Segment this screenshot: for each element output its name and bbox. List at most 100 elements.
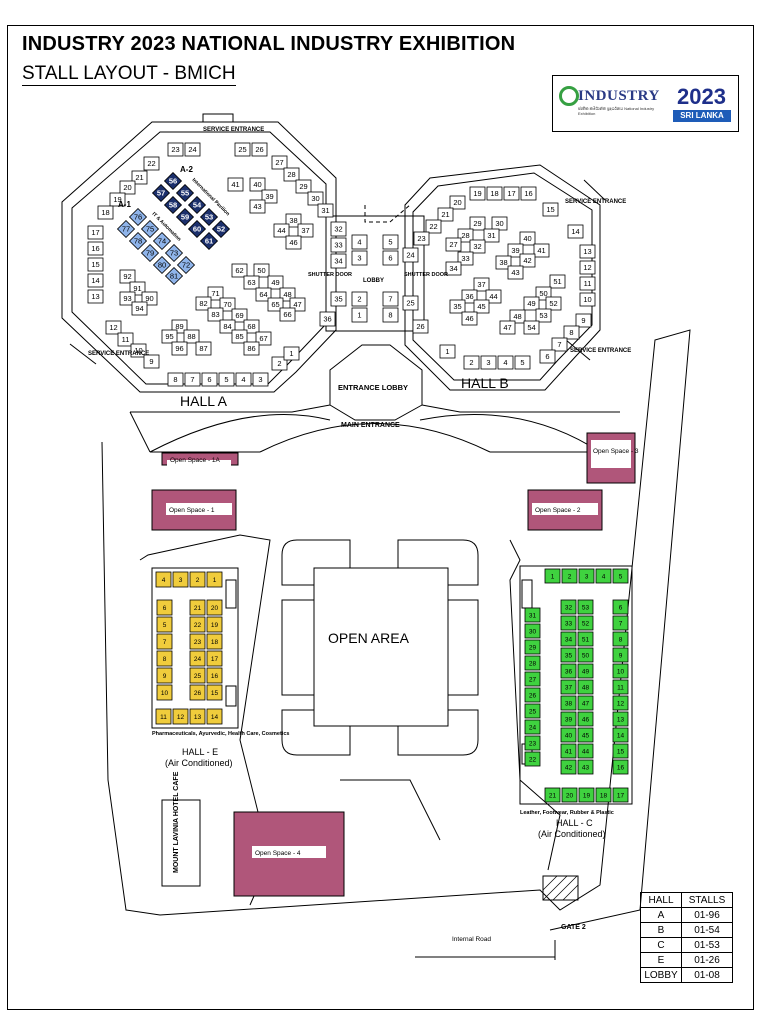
table-row: C 01-53: [640, 937, 733, 953]
svg-text:41: 41: [231, 180, 239, 189]
stall-hall-c: 8: [612, 631, 629, 647]
svg-text:45: 45: [477, 302, 485, 311]
svg-text:69: 69: [235, 311, 243, 320]
svg-text:20: 20: [123, 183, 131, 192]
stall-hall-a: 69: [231, 308, 248, 323]
stall-lobby: 1: [351, 307, 368, 323]
svg-text:31: 31: [487, 231, 495, 240]
stall-hall-e: 2: [189, 571, 206, 588]
table-header-row: HALL STALLS: [640, 892, 733, 908]
stall-hall-e: 3: [172, 571, 189, 588]
svg-text:59: 59: [181, 213, 189, 222]
svg-text:3: 3: [585, 573, 589, 580]
svg-text:96: 96: [175, 344, 183, 353]
stall-lobby: 24: [402, 247, 419, 263]
svg-text:37: 37: [301, 226, 309, 235]
stall-lobby: 3: [351, 250, 368, 266]
svg-text:26: 26: [194, 690, 202, 697]
stall-hall-c: 4: [595, 568, 612, 584]
stall-hall-a: 11: [117, 332, 134, 347]
svg-text:2: 2: [568, 573, 572, 580]
hall-e-air: (Air Conditioned): [165, 758, 233, 768]
svg-text:29: 29: [529, 644, 537, 651]
svg-text:14: 14: [617, 732, 625, 739]
svg-text:15: 15: [211, 690, 219, 697]
svg-text:76: 76: [134, 213, 142, 222]
stall-hall-a: 37: [297, 223, 314, 238]
svg-text:51: 51: [553, 277, 561, 286]
stall-hall-e: 12: [172, 708, 189, 725]
svg-text:13: 13: [91, 292, 99, 301]
svg-text:16: 16: [524, 189, 532, 198]
stall-hall-a: 50: [253, 263, 270, 278]
hall-enclosures: [151, 565, 633, 887]
svg-text:43: 43: [253, 202, 261, 211]
svg-text:91: 91: [133, 284, 141, 293]
svg-text:52: 52: [549, 299, 557, 308]
svg-text:44: 44: [582, 748, 590, 755]
stall-hall-c: 15: [612, 743, 629, 759]
svg-text:63: 63: [247, 278, 255, 287]
table-header-hall: HALL: [640, 892, 682, 908]
stall-hall-e: 20: [206, 599, 223, 616]
svg-text:54: 54: [527, 323, 535, 332]
svg-text:34: 34: [449, 264, 457, 273]
stall-hall-a: 9: [143, 354, 160, 369]
stall-hall-b: 35: [449, 299, 466, 314]
stall-hall-b: 14: [567, 224, 584, 239]
svg-text:18: 18: [600, 792, 608, 799]
stall-hall-a: 12: [105, 320, 122, 335]
logo-wordmark: INDUSTRY: [578, 88, 660, 104]
svg-text:2: 2: [357, 295, 361, 304]
stall-hall-a: 66: [279, 307, 296, 322]
stall-hall-b: 52: [545, 296, 562, 311]
table-cell-stalls: 01-08: [681, 967, 733, 983]
stall-hall-b: 46: [461, 311, 478, 326]
stall-hall-a: 87: [195, 341, 212, 356]
stall-hall-b: 38: [495, 255, 512, 270]
svg-text:12: 12: [617, 700, 625, 707]
hall-a-service-entrance-top: SERVICE ENTRANCE: [203, 127, 264, 133]
stall-hall-b: 13: [579, 244, 596, 259]
svg-text:85: 85: [235, 332, 243, 341]
svg-text:77: 77: [122, 225, 130, 234]
svg-text:48: 48: [283, 290, 291, 299]
stall-hall-c: 39: [560, 711, 577, 727]
svg-text:7: 7: [388, 295, 392, 304]
svg-text:15: 15: [546, 205, 554, 214]
stall-hall-a: 88: [183, 329, 200, 344]
svg-text:36: 36: [465, 292, 473, 301]
stall-hall-c: 32: [560, 599, 577, 615]
stall-hall-c: 9: [612, 647, 629, 663]
stall-lobby: 2: [351, 291, 368, 307]
stall-hall-a: 64: [255, 287, 272, 302]
svg-text:54: 54: [193, 201, 202, 210]
svg-text:43: 43: [511, 268, 519, 277]
svg-text:16: 16: [211, 673, 219, 680]
lobby-label: LOBBY: [363, 278, 384, 284]
stall-hall-a: 15: [87, 257, 104, 272]
stall-pavilion-a1: 81: [164, 266, 184, 286]
stall-hall-b: 43: [507, 265, 524, 280]
svg-text:28: 28: [287, 170, 295, 179]
svg-text:18: 18: [211, 639, 219, 646]
stall-pavilion-a2: 52: [211, 219, 231, 239]
svg-text:33: 33: [334, 241, 342, 250]
svg-text:17: 17: [91, 228, 99, 237]
stall-hall-b: 31: [483, 228, 500, 243]
svg-text:42: 42: [565, 764, 573, 771]
stall-hall-c: 13: [612, 711, 629, 727]
svg-text:30: 30: [495, 219, 503, 228]
svg-text:18: 18: [490, 189, 498, 198]
stall-hall-c: 27: [524, 671, 541, 687]
svg-text:19: 19: [211, 622, 219, 629]
svg-text:48: 48: [513, 312, 521, 321]
stall-hall-a: 31: [317, 203, 334, 218]
stall-hall-b: 26: [412, 319, 429, 334]
svg-text:80: 80: [158, 261, 166, 270]
stall-lobby: 4: [351, 234, 368, 250]
stall-hall-a: 49: [267, 275, 284, 290]
stall-hall-b: 8: [563, 325, 580, 340]
stall-pavilion-a1: 72: [176, 255, 196, 275]
stall-hall-e: 16: [206, 667, 223, 684]
